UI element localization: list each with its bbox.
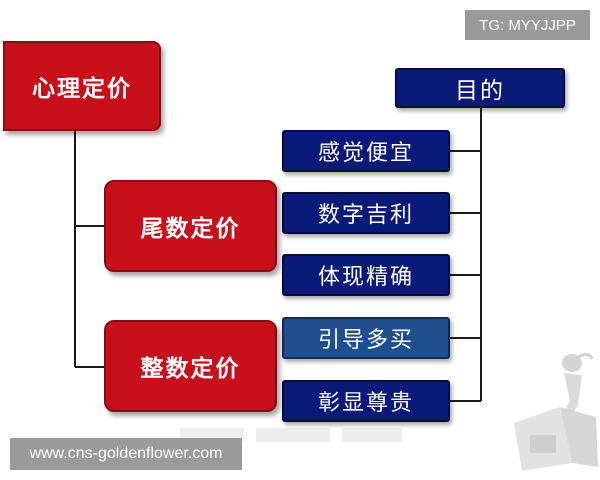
- decorative-figure-icon: [514, 352, 598, 471]
- branch-node-round-pricing: 整数定价: [104, 320, 277, 412]
- purpose-node-label: 感觉便宜: [317, 141, 414, 166]
- purpose-node-feel-cheap: 感觉便宜: [282, 130, 450, 172]
- branch-node-label: 整数定价: [140, 356, 241, 382]
- purpose-node-label: 彰显尊贵: [317, 391, 414, 416]
- watermark-bottom-left: www.cns-goldenflower.com: [10, 438, 242, 470]
- branch-node-odd-pricing: 尾数定价: [104, 180, 277, 272]
- root-node-label: 心理定价: [32, 76, 132, 102]
- purpose-node-label: 体现精确: [317, 265, 414, 290]
- purpose-node-show-precision: 体现精确: [282, 254, 450, 296]
- purpose-node-lucky-number: 数字吉利: [282, 192, 450, 234]
- purpose-node-label: 引导多买: [317, 328, 414, 353]
- purpose-header-label: 目的: [455, 78, 505, 104]
- root-node-psychological-pricing: 心理定价: [3, 41, 161, 131]
- branch-node-label: 尾数定价: [140, 216, 241, 242]
- purpose-node-encourage-buying-more: 引导多买: [282, 317, 450, 359]
- decorative-faint-bar-3: [342, 428, 402, 442]
- purpose-header-node: 目的: [395, 68, 565, 108]
- decorative-faint-bar-2: [256, 428, 330, 442]
- watermark-top-right: TG: MYYJJPP: [465, 10, 590, 40]
- purpose-node-label: 数字吉利: [317, 203, 414, 228]
- purpose-node-show-prestige: 彰显尊贵: [282, 380, 450, 422]
